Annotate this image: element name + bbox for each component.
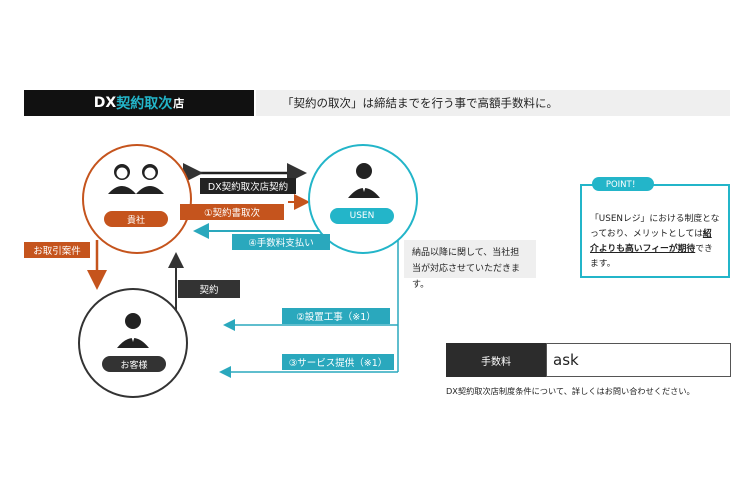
point-box: 「USENレジ」における制度となっており、メリットとしては紹介よりも高いフィーが… [580,184,730,278]
contract-label: 契約 [178,280,240,298]
page-subtitle: 「契約の取次」は締結までを行う事で高額手数料に。 [256,90,730,116]
point-badge: POINT！ [592,177,654,191]
page-title: DX 契約取次 店 [24,90,254,116]
businessman-icon [348,163,380,198]
footnote: DX契約取次店制度条件について、詳しくはお問い合わせください。 [446,386,695,396]
staff-icon [108,164,164,194]
customer-referral-label: お取引案件 [24,242,90,258]
point-text-emphasis: 紹介よりも高いフィーが期待 [590,229,712,254]
title-accent: 契約取次 [116,96,173,112]
customer-label: お客様 [102,356,166,372]
agency-contract-label: DX契約取次店契約 [200,178,296,194]
company-node [82,144,192,254]
fee-label: 手数料 [446,343,546,377]
point-text-before: 「USENレジ」における制度となっており、メリットとしては [590,214,720,239]
fee-payment-label: ④手数料支払い [232,234,330,250]
fee-value: ask [546,343,731,377]
title-prefix: DX [93,95,117,111]
point-text-after: できます。 [590,244,713,269]
service-label: ③サービス提供（※1） [282,354,394,370]
usen-label: USEN [330,208,394,224]
installation-label: ②設置工事（※1） [282,308,390,324]
company-label: 貴社 [104,211,168,227]
customer-icon [117,313,149,348]
contract-form-label: ①契約書取次 [180,204,284,220]
delivery-note: 納品以降に関して、当社担当が対応させていただきます。 [404,240,536,290]
title-suffix: 店 [173,97,185,110]
usen-node [308,144,418,254]
